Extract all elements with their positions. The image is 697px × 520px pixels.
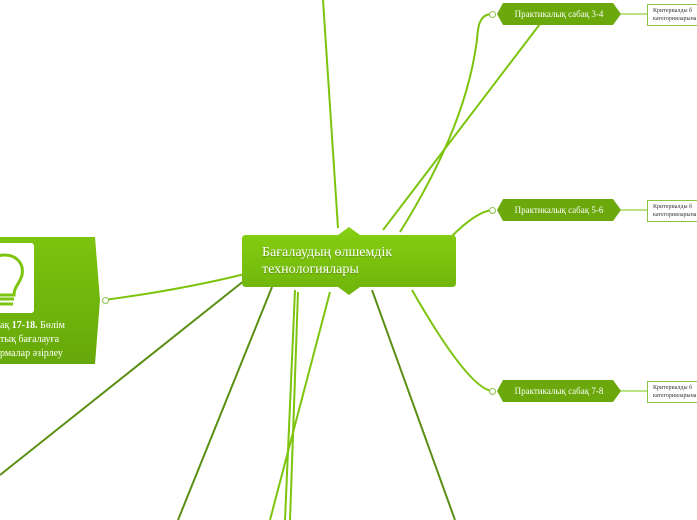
note-branch-5-6[interactable]: Критериалды б категорияларына [647, 200, 697, 222]
branch-pill-shape [497, 380, 621, 402]
edge-bottom-a [284, 289, 296, 520]
branch-3-dot[interactable] [489, 388, 496, 395]
left-card-dot[interactable] [102, 297, 109, 304]
edge-dark-bottom-left [177, 286, 273, 520]
central-node-shape [242, 227, 456, 295]
edge-bottom-c [289, 291, 299, 520]
edge-top [322, 0, 339, 229]
left-card-label: ақ 17-18. Бөлім тық бағалауға рмалар әзі… [0, 320, 65, 359]
branch-label: Практикалық сабақ 7-8 [514, 386, 604, 396]
branch-pill-shape [497, 3, 621, 25]
edge-left-card [103, 273, 246, 301]
branch-pill-shape [497, 199, 621, 221]
note-branch-7-8[interactable]: Критериалды б категорияларына [647, 381, 697, 403]
branch-practical-7-8[interactable]: Практикалық сабақ 7-8 [497, 380, 621, 402]
lightbulb-icon-box [0, 243, 34, 313]
lightbulb-icon [0, 253, 24, 306]
edge-branch-1 [399, 13, 493, 233]
edge-dark-bottom-right [371, 289, 456, 520]
left-topic-card[interactable]: ақ 17-18. Бөлім тық бағалауға рмалар әзі… [0, 237, 100, 364]
edge-branch-3 [411, 289, 493, 392]
branch-label: Практикалық сабақ 3-4 [514, 9, 604, 19]
branch-practical-3-4[interactable]: Практикалық сабақ 3-4 [497, 3, 621, 25]
note-branch-3-4[interactable]: Критериалды б категорияларына [647, 4, 697, 26]
edge-dark-left [0, 279, 246, 476]
branch-label: Практикалық сабақ 5-6 [514, 205, 604, 215]
edge-branch-2 [451, 209, 493, 237]
central-topic-label: Бағалаудың өлшемдік технологиялары [262, 245, 393, 277]
branch-2-dot[interactable] [489, 207, 496, 214]
branch-1-dot[interactable] [489, 11, 496, 18]
branch-practical-5-6[interactable]: Практикалық сабақ 5-6 [497, 199, 621, 221]
central-topic-node[interactable]: Бағалаудың өлшемдік технологиялары [242, 227, 456, 295]
edge-bottom-b [269, 291, 331, 520]
edge-top-right [382, 19, 544, 231]
